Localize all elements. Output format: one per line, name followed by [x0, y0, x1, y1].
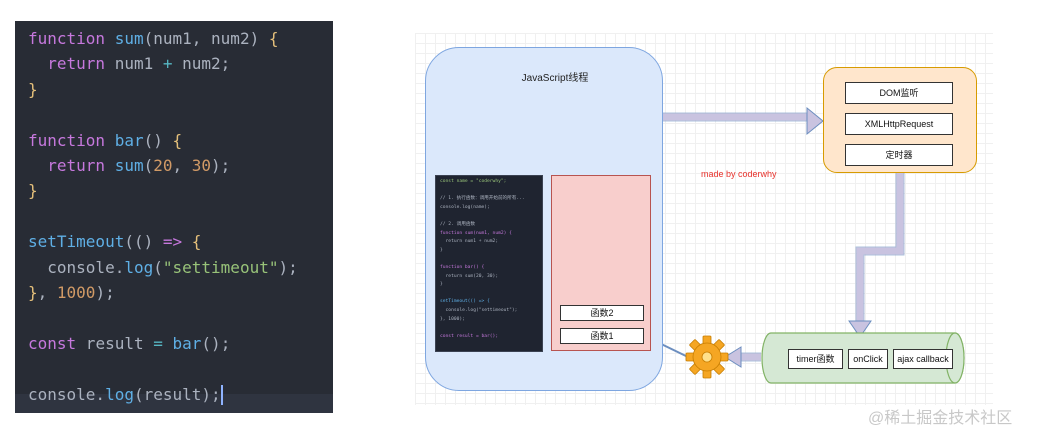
code-line: } [28, 79, 38, 99]
mini-code-line: function bar() { [440, 265, 485, 270]
call-stack-box [551, 175, 651, 351]
stack-item-function-2: 函数2 [560, 305, 644, 321]
mini-code-line: function sum(num1, num2) { [440, 230, 512, 236]
stack-item-function-1: 函数1 [560, 328, 644, 344]
mini-code-snippet: const name = "coderwhy"; // 1. 执行函数：调用开始前… [435, 175, 543, 352]
javascript-thread-title: JavaScript线程 [521, 73, 589, 84]
api-item-xmlhttprequest: XMLHttpRequest [845, 113, 953, 135]
queue-item-onclick: onClick [848, 349, 888, 369]
arrow-head-gear [724, 346, 742, 368]
mini-code-line: return sum(20, 30); [440, 273, 499, 279]
mini-code-line: // 2. 调用函数 [440, 222, 475, 227]
mini-code-line: // 1. 执行函数：调用开始前的所有... [440, 196, 525, 202]
api-item-timer: 定时器 [845, 144, 953, 166]
current-line-highlight [15, 394, 333, 413]
queue-item-timer: timer函数 [788, 349, 843, 369]
code-line: setTimeout(() => { [28, 232, 202, 252]
watermark: @稀土掘金技术社区 [868, 410, 1013, 427]
arrow-head-web-api [806, 106, 824, 136]
code-line: function bar() { [28, 130, 183, 150]
code-line: return num1 + num2; [28, 54, 231, 74]
arrow-head-queue [848, 320, 872, 338]
code-line: console.log("settimeout"); [28, 257, 298, 277]
event-loop-diagram: JavaScript线程 const name = "coderwhy"; // … [415, 33, 993, 405]
code-line: } [28, 181, 38, 201]
credit-text: made by coderwhy [701, 169, 777, 179]
queue-item-ajax-callback: ajax callback [893, 349, 953, 369]
code-editor: function sum(num1, num2) { return num1 +… [15, 21, 333, 413]
mini-code-line: console.log(name); [440, 204, 490, 210]
code-line: return sum(20, 30); [28, 156, 231, 175]
mini-code-line: console.log("settimeout"); [440, 308, 518, 313]
code-line: console.log(result); [28, 384, 223, 406]
text-cursor [220, 385, 223, 406]
code-line: const result = bar(); [28, 333, 231, 353]
api-item-dom-listener: DOM监听 [845, 82, 953, 104]
mini-code-line: } [440, 282, 443, 288]
gear-icon [685, 335, 729, 379]
mini-code-line: }, 1000); [440, 316, 465, 322]
code-line: function sum(num1, num2) { [28, 29, 279, 48]
code-line: }, 1000); [28, 283, 115, 302]
mini-code-line: } [440, 247, 443, 253]
mini-code-line: const result = bar(); [440, 333, 499, 339]
mini-code-line: setTimeout(() => { [440, 299, 490, 305]
mini-code-line: const name = "coderwhy"; [440, 179, 507, 184]
mini-code-line: return num1 + num2; [440, 239, 499, 245]
